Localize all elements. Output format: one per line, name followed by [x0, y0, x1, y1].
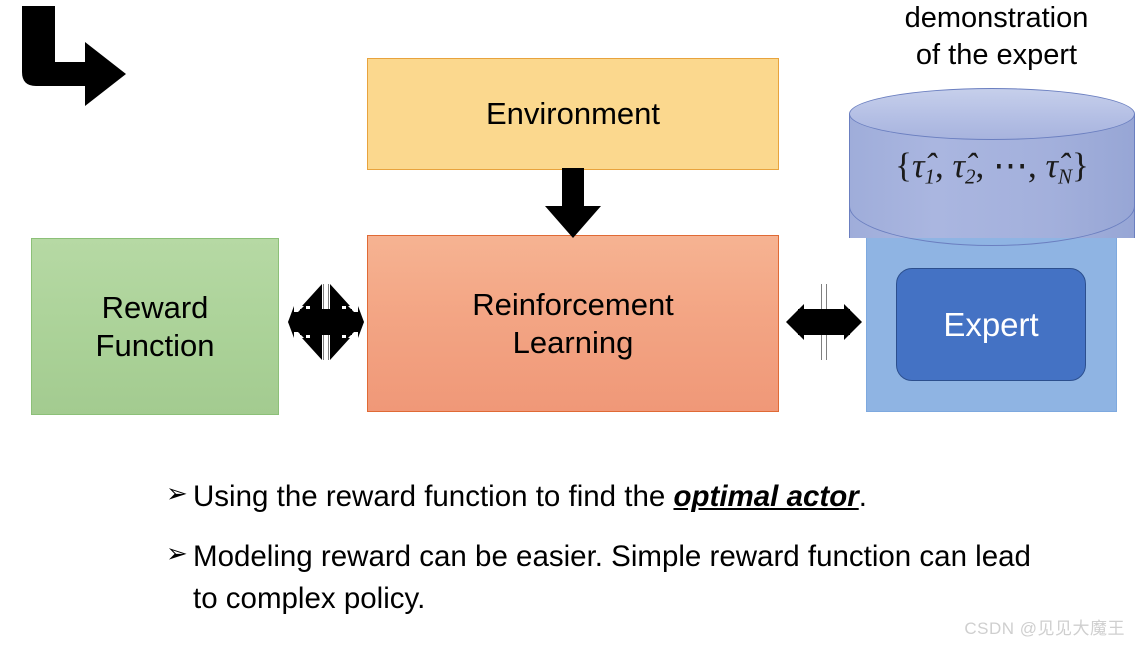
bullet-1-emphasis: optimal actor: [673, 480, 859, 513]
ellipsis: ⋯: [993, 146, 1028, 185]
reinforcement-learning-node[interactable]: Reinforcement Learning: [367, 235, 779, 412]
elbow-arrow-icon: [22, 6, 126, 106]
watermark: CSDN @见见大魔王: [964, 619, 1125, 638]
bullet-item-1: ➢ Using the reward function to find the …: [166, 476, 1046, 518]
reward-function-node[interactable]: Reward Function: [31, 238, 279, 415]
tau-hat-2: τ̂: [952, 146, 965, 185]
demonstration-title-line2: of the expert: [915, 39, 1078, 72]
trajectory-set-label: {τ̂1, τ̂2, ⋯, τ̂N}: [849, 146, 1135, 189]
rl-label: Reinforcement Learning: [472, 286, 674, 362]
comma-1: ,: [934, 146, 944, 185]
cylinder-bottom-edge: [849, 206, 1135, 246]
bullet-arrow-icon: ➢: [166, 478, 188, 508]
bullet-1-suffix: .: [858, 480, 867, 513]
bullet-item-2: ➢ Modeling reward can be easier. Simple …: [166, 536, 1046, 620]
four-way-arrow-icon: [786, 284, 862, 360]
brace-open: {: [895, 146, 912, 185]
down-arrow-icon: [545, 168, 601, 238]
tau-index-2: 2: [965, 164, 976, 189]
tau-index-1: 1: [924, 164, 935, 189]
reward-label-line2: Function: [95, 327, 215, 363]
expert-label: Expert: [943, 305, 1039, 343]
demonstration-title: demonstration of the expert: [850, 0, 1143, 74]
environment-node[interactable]: Environment: [367, 58, 779, 170]
bullet-list: ➢ Using the reward function to find the …: [166, 476, 1046, 638]
demonstration-title-line1: demonstration: [904, 2, 1089, 34]
expert-node[interactable]: Expert: [896, 268, 1086, 381]
four-way-arrow-icon: [288, 284, 364, 360]
rl-label-line2: Learning: [512, 324, 634, 360]
environment-label: Environment: [485, 96, 661, 132]
reward-label-line1: Reward: [101, 289, 209, 325]
bullet-1-prefix: Using the reward function to find the: [193, 480, 674, 513]
rl-label-line1: Reinforcement: [472, 286, 674, 322]
bullet-text-2: Modeling reward can be easier. Simple re…: [193, 536, 1046, 620]
bullet-arrow-icon: ➢: [166, 537, 188, 568]
tau-hat-1: τ̂: [911, 146, 925, 185]
brace-close: }: [1072, 146, 1089, 185]
tau-hat-n: τ̂: [1045, 146, 1059, 185]
bullet-text-1: Using the reward function to find the op…: [193, 476, 1046, 518]
reward-function-label: Reward Function: [96, 289, 215, 365]
cylinder-top-ellipse: [849, 88, 1135, 140]
comma-3: ,: [1028, 146, 1037, 185]
tau-index-n: N: [1058, 164, 1073, 189]
trajectory-store-cylinder: {τ̂1, τ̂2, ⋯, τ̂N}: [849, 88, 1135, 246]
bullet-2-prefix: Modeling reward can be easier. Simple re…: [193, 539, 1031, 615]
comma-2: ,: [975, 146, 985, 185]
